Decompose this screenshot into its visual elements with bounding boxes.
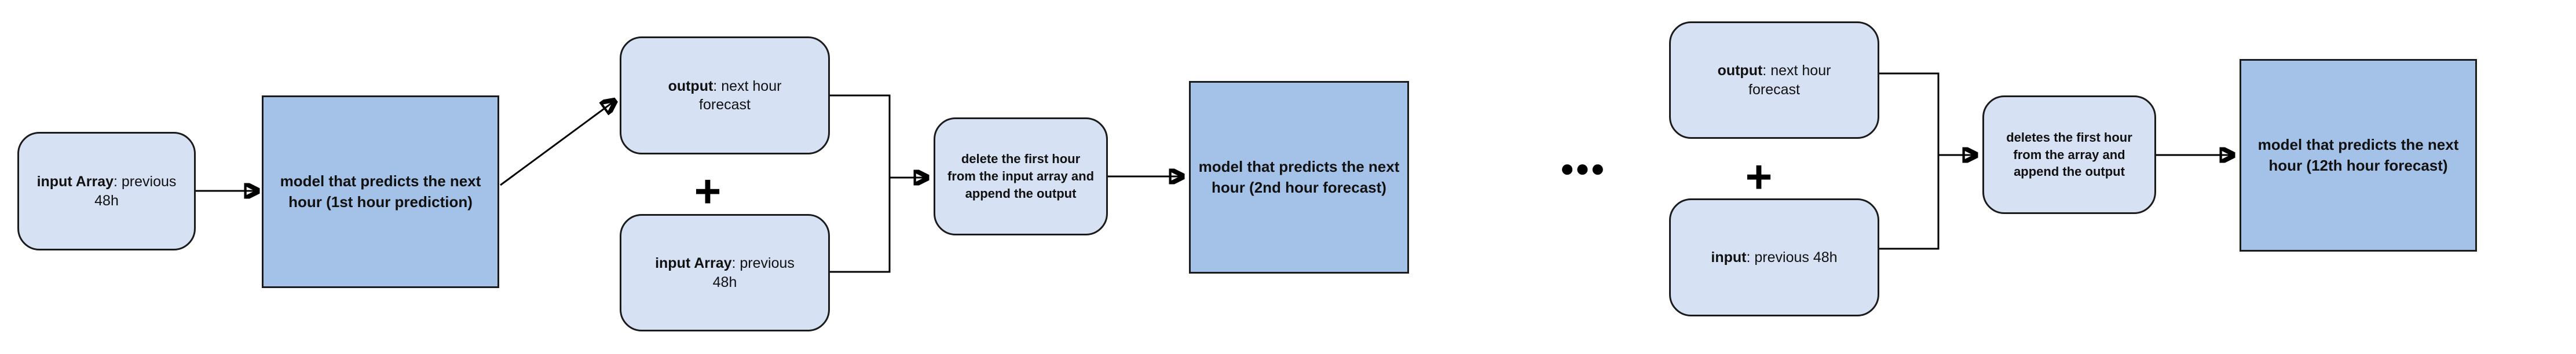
elbow-output1-input2-merge	[830, 94, 891, 273]
node-output-2-keyword: output	[1717, 62, 1763, 79]
node-input-3: input: previous 48h	[1669, 198, 1879, 316]
node-input-array-1-text: : previous 48h	[94, 174, 177, 209]
node-input-array-2-text: : previous 48h	[712, 255, 795, 290]
node-output-2: output: next hour forecast	[1669, 21, 1879, 139]
node-input-3-keyword: input	[1711, 249, 1747, 266]
node-delete-append-1: delete the first hour from the input arr…	[934, 117, 1108, 235]
node-delete-append-2: deletes the first hour from the array an…	[1982, 95, 2156, 214]
node-model-1st-hour: model that predicts the next hour (1st h…	[262, 95, 499, 288]
node-delete-append-2-label: deletes the first hour from the array an…	[2006, 130, 2132, 179]
arrow-model1-to-output1	[500, 101, 615, 186]
node-input-array-1-keyword: input Array	[36, 174, 114, 190]
plus-symbol-2: +	[1745, 151, 1773, 202]
node-model-1st-hour-label: model that predicts the next hour (1st h…	[280, 172, 481, 211]
node-model-2nd-hour-label: model that predicts the next hour (2nd h…	[1198, 158, 1400, 196]
node-input-3-text: : previous 48h	[1746, 249, 1838, 266]
ellipsis-dots: ●●●	[1560, 154, 1606, 182]
node-input-array-2-keyword: input Array	[655, 255, 732, 271]
node-input-array-2: input Array: previous 48h	[620, 214, 830, 331]
node-model-2nd-hour: model that predicts the next hour (2nd h…	[1189, 81, 1409, 274]
node-input-array-1: input Array: previous 48h	[17, 132, 196, 250]
node-output-2-text: : next hour forecast	[1748, 62, 1831, 98]
elbow-output2-input3-merge	[1879, 72, 1940, 250]
node-model-12th-hour: model that predicts the next hour (12th …	[2240, 59, 2477, 252]
node-output-1-keyword: output	[668, 78, 713, 94]
plus-symbol-1: +	[694, 165, 722, 217]
node-output-1: output: next hour forecast	[620, 36, 830, 154]
node-output-2-label: output: next hour forecast	[1671, 61, 1878, 99]
node-output-1-text: : next hour forecast	[699, 78, 782, 113]
node-input-3-label: input: previous 48h	[1671, 248, 1878, 267]
node-input-array-2-label: input Array: previous 48h	[621, 254, 828, 292]
node-output-1-label: output: next hour forecast	[621, 77, 828, 115]
node-model-12th-hour-label: model that predicts the next hour (12th …	[2257, 136, 2459, 174]
node-input-array-1-label: input Array: previous 48h	[19, 172, 194, 210]
node-delete-append-1-label: delete the first hour from the input arr…	[947, 152, 1095, 201]
